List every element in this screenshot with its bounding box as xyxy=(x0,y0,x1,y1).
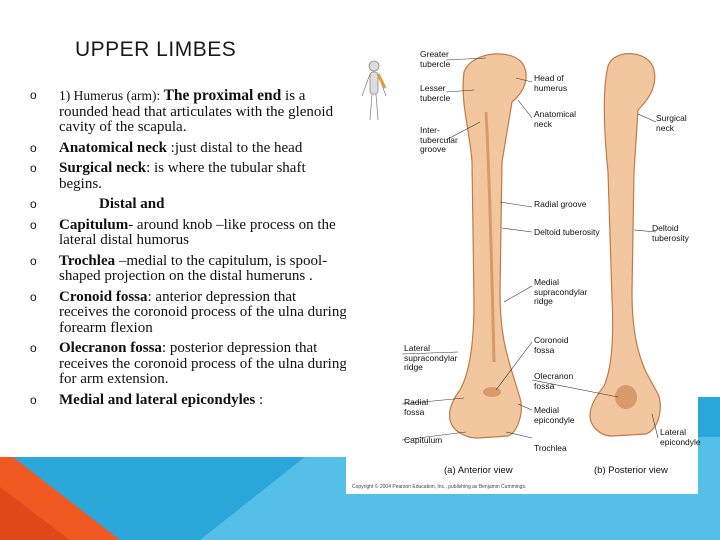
bullet-term: Olecranon fossa xyxy=(59,340,162,356)
bullet-term: Cronoid fossa xyxy=(59,288,148,305)
bullet-text: : xyxy=(255,391,264,408)
bullet-term: Medial and lateral epicondyles xyxy=(59,391,256,408)
label-radial-fossa: Radial fossa xyxy=(404,397,429,417)
bullet-term-bold: The proximal end xyxy=(163,87,282,104)
label-surgical-neck: Surgical neck xyxy=(656,113,687,133)
bullet-mark: o xyxy=(30,392,37,407)
anterior-shaft-shading xyxy=(484,111,496,363)
slide-title: UPPER LIMBES xyxy=(75,38,237,61)
humerus-posterior-icon xyxy=(589,53,661,437)
bullet-text: –medial to the capitulum, is spool-shape… xyxy=(59,252,328,284)
label-deltoid-tuberosity-anterior: Deltoid tuberosity xyxy=(534,227,600,237)
bullet-mark: o xyxy=(30,217,37,232)
label-olecranon-fossa: Olecranon fossa xyxy=(534,371,574,391)
bullet-text: : is where the tubular shaft begins. xyxy=(59,160,306,192)
bullet-term: Distal and xyxy=(99,196,165,212)
deco-dark-orange-wedge xyxy=(0,487,70,540)
bullet-mark: o xyxy=(30,88,37,102)
humerus-anterior-icon xyxy=(449,53,527,439)
label-lesser-tubercle: Lesser tubercle xyxy=(420,83,451,103)
bullet-text: : posterior depression that receives the… xyxy=(59,340,347,387)
bullet-capitulum: o Capitulum- around knob –like process o… xyxy=(30,216,348,249)
label-greater-tubercle: Greater tubercle xyxy=(420,49,451,69)
bullet-trochlea: o Trochlea –medial to the capitulum, is … xyxy=(30,252,348,285)
label-medial-epicondyle: Medial epicondyle xyxy=(534,405,575,425)
bullet-term: Trochlea xyxy=(59,252,116,269)
bullet-term: Capitulum xyxy=(59,216,129,233)
bullet-list: o 1) Humerus (arm): The proximal end is … xyxy=(30,88,348,413)
bullet-term: 1) Humerus (arm): xyxy=(59,88,164,103)
bullet-coronoid-fossa: o Cronoid fossa: anterior depression tha… xyxy=(30,288,348,337)
bullet-term: Anatomical neck xyxy=(59,139,167,156)
bullet-mark: o xyxy=(30,197,37,211)
bullet-mark: o xyxy=(30,289,37,304)
caption-anterior-view: (a) Anterior view xyxy=(444,465,513,476)
label-trochlea: Trochlea xyxy=(534,443,567,453)
label-lateral-epicondyle: Lateral epicondyle xyxy=(660,427,701,447)
humerus-illustration xyxy=(361,53,661,441)
bullet-text: :just distal to the head xyxy=(166,139,303,156)
label-head-of-humerus: Head of humerus xyxy=(534,73,568,93)
bullet-text: is a rounded head that articulates with … xyxy=(59,88,334,135)
bullet-mark: o xyxy=(30,161,37,175)
leader-lines xyxy=(401,57,659,441)
label-radial-groove: Radial groove xyxy=(534,199,587,209)
skeleton-thumbnail-icon xyxy=(361,60,387,121)
label-capitulum: Capitulum xyxy=(404,435,443,445)
bullet-distal: o Distal and xyxy=(30,196,348,213)
humerus-figure: Greater tubercle Lesser tubercle Inter- … xyxy=(346,42,701,494)
coronoid-fossa-shape xyxy=(483,387,501,397)
label-intertubercular-groove: Inter- tubercular groove xyxy=(420,125,458,154)
label-lateral-supracondylar-ridge: Lateral supracondylar ridge xyxy=(404,343,458,372)
bullet-olecranon-fossa: o Olecranon fossa: posterior depression … xyxy=(30,340,348,388)
label-deltoid-tuberosity-posterior: Deltoid tuberosity xyxy=(652,223,689,243)
bullet-mark: o xyxy=(30,341,37,355)
bullet-humerus: o 1) Humerus (arm): The proximal end is … xyxy=(30,88,348,136)
bullet-text: : anterior depression that receives the … xyxy=(59,288,347,336)
olecranon-fossa-shape xyxy=(615,385,637,409)
bullet-text: - around knob –like process on the later… xyxy=(59,216,336,248)
bullet-mark: o xyxy=(30,253,37,268)
bullet-surgical-neck: o Surgical neck: is where the tubular sh… xyxy=(30,160,348,192)
bullet-anatomical-neck: o Anatomical neck :just distal to the he… xyxy=(30,139,348,157)
bullet-epicondyles: o Medial and lateral epicondyles : xyxy=(30,391,348,409)
figure-credit: Copyright © 2004 Pearson Education, Inc.… xyxy=(352,484,527,490)
label-coronoid-fossa: Coronoid fossa xyxy=(534,335,569,355)
bullet-mark: o xyxy=(30,140,37,155)
label-medial-supracondylar-ridge: Medial supracondylar ridge xyxy=(534,277,588,306)
label-anatomical-neck: Anatomical neck xyxy=(534,109,577,129)
caption-posterior-view: (b) Posterior view xyxy=(594,465,668,476)
bullet-term: Surgical neck xyxy=(59,160,147,176)
deco-white-cut xyxy=(0,397,360,457)
